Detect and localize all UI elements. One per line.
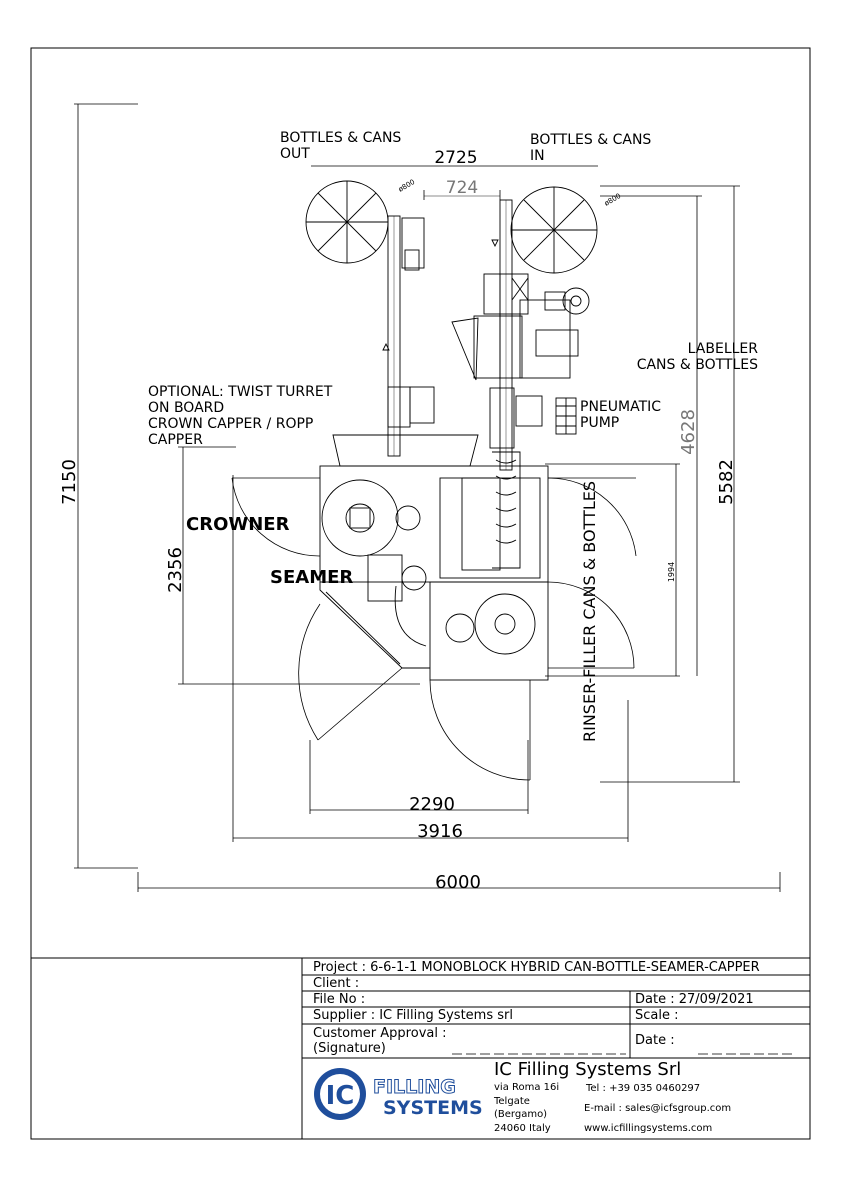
door-swings bbox=[231, 477, 637, 781]
logo-text-systems: SYSTEMS bbox=[383, 1097, 483, 1119]
pneumatic-pump bbox=[555, 397, 577, 435]
dim-724: 724 bbox=[446, 178, 478, 198]
monoblock-frame bbox=[319, 434, 549, 681]
date-field: Date : 27/09/2021 bbox=[635, 992, 754, 1007]
pneumatic-label-line1: PNEUMATIC bbox=[580, 399, 661, 415]
company-name: IC Filling Systems Srl bbox=[494, 1059, 682, 1080]
address-line2: Telgate bbox=[494, 1096, 530, 1107]
dim-1994: 1994 bbox=[667, 562, 676, 582]
dim-2290: 2290 bbox=[409, 794, 455, 815]
address-line4: 24060 Italy bbox=[494, 1123, 551, 1134]
client-field: Client : bbox=[313, 976, 360, 991]
labeller bbox=[451, 273, 590, 381]
approval-field: Customer Approval : bbox=[313, 1026, 447, 1041]
dim-6000: 6000 bbox=[435, 872, 481, 893]
optional-label-line3: CROWN CAPPER / ROPP bbox=[148, 416, 313, 432]
approval-date-field: Date : bbox=[635, 1033, 675, 1048]
address-line3: (Bergamo) bbox=[494, 1109, 548, 1120]
file-no-field: File No : bbox=[313, 992, 366, 1007]
dim-2725: 2725 bbox=[434, 148, 477, 168]
tel-field: Tel : +39 035 0460297 bbox=[586, 1083, 701, 1094]
bottles-in-label-line1: BOTTLES & CANS bbox=[530, 132, 651, 148]
drawing-border bbox=[30, 47, 811, 1140]
website-link[interactable]: www.icfillingsystems.com bbox=[584, 1123, 713, 1134]
address-line1: via Roma 16i bbox=[494, 1082, 560, 1093]
pneumatic-label-line2: PUMP bbox=[580, 415, 619, 431]
labeller-label-line1: LABELLER bbox=[688, 341, 759, 357]
email-link[interactable]: E-mail : sales@icfsgroup.com bbox=[584, 1103, 732, 1114]
logo-mark: IC bbox=[326, 1081, 355, 1111]
rinser-filler-label: RINSER-FILLER CANS & BOTTLES bbox=[580, 481, 599, 742]
optional-label-line1: OPTIONAL: TWIST TURRET bbox=[148, 384, 333, 400]
signature-field: (Signature) bbox=[313, 1041, 386, 1056]
labeller-label-line2: CANS & BOTTLES bbox=[637, 357, 758, 373]
dim-7150: 7150 bbox=[59, 459, 80, 505]
crowner-label: CROWNER bbox=[186, 514, 290, 535]
bottles-out-label-line2: OUT bbox=[280, 146, 310, 162]
ic-logo: IC FILLING SYSTEMS bbox=[314, 1068, 483, 1120]
conveyors bbox=[382, 199, 543, 471]
scale-field: Scale : bbox=[635, 1008, 679, 1023]
bottles-out-label-line1: BOTTLES & CANS bbox=[280, 130, 401, 146]
dim-3916: 3916 bbox=[417, 821, 463, 842]
title-block-grid bbox=[31, 957, 810, 1139]
project-field: Project : 6-6-1-1 MONOBLOCK HYBRID CAN-B… bbox=[313, 960, 760, 975]
dim-2356: 2356 bbox=[165, 547, 186, 593]
logo-text-filling: FILLING bbox=[373, 1076, 456, 1098]
logo-inner bbox=[320, 1074, 360, 1114]
optional-label-line2: ON BOARD bbox=[148, 400, 224, 416]
bottles-in-label-line2: IN bbox=[530, 148, 545, 164]
diameter-label-in: ø800 bbox=[603, 192, 622, 208]
optional-label-line4: CAPPER bbox=[148, 432, 203, 448]
dim-4628: 4628 bbox=[678, 409, 699, 455]
supplier-field: Supplier : IC Filling Systems srl bbox=[313, 1008, 513, 1023]
dimension-lines bbox=[74, 103, 781, 892]
diameter-label-out: ø800 bbox=[397, 178, 416, 194]
dim-5582: 5582 bbox=[716, 459, 737, 505]
seamer-label: SEAMER bbox=[270, 567, 353, 588]
